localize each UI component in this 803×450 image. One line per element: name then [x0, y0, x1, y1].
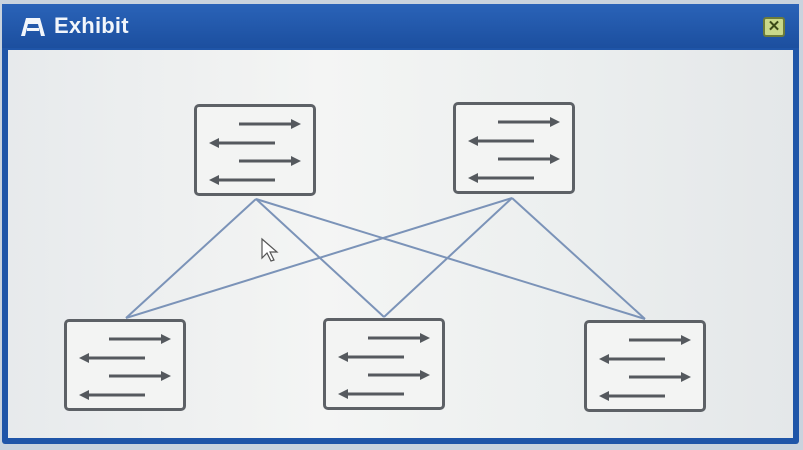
switch-bottom-left[interactable] — [64, 319, 186, 411]
title-bar[interactable]: Exhibit ✕ — [2, 4, 799, 48]
switch-icon — [79, 334, 171, 400]
mouse-cursor-icon — [261, 237, 279, 262]
exhibit-icon — [21, 18, 45, 36]
switch-bottom-right[interactable] — [584, 320, 706, 412]
switch-icon — [209, 119, 301, 185]
window-title: Exhibit — [54, 13, 129, 38]
switch-icon — [338, 333, 430, 399]
link-tr-bl — [125, 197, 513, 319]
switch-top-left[interactable] — [194, 104, 316, 196]
switch-icon — [599, 335, 691, 401]
switch-bottom-middle[interactable] — [323, 318, 445, 410]
link-tl-br — [255, 198, 646, 320]
switch-top-right[interactable] — [453, 102, 575, 194]
close-button[interactable]: ✕ — [763, 17, 785, 37]
switch-icon — [468, 117, 560, 183]
link-tr-br — [511, 197, 646, 320]
link-tl-bl — [125, 198, 257, 319]
link-tr-bm — [383, 197, 513, 318]
